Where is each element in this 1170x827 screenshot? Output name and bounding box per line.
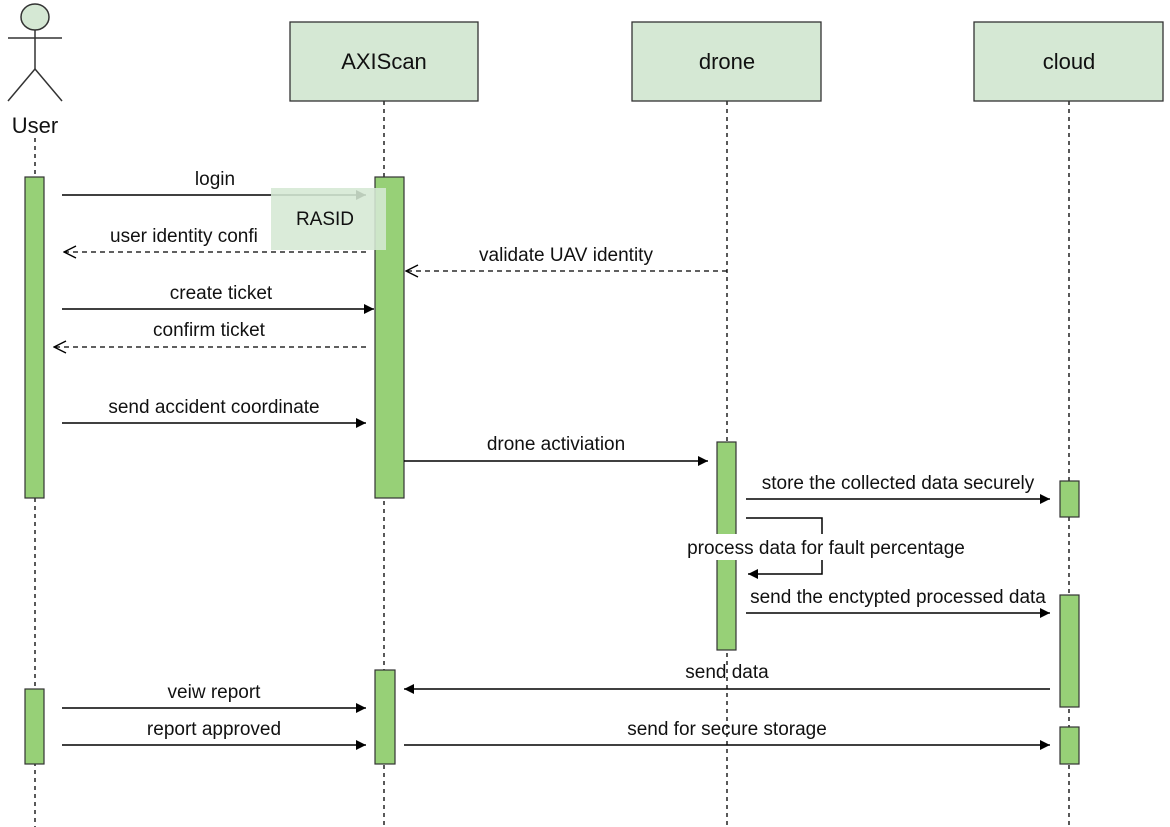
participant-label-drone: drone [699,49,755,74]
activation-cloud-1 [1059,480,1080,518]
participant-box-cloud [973,21,1164,102]
message-label-process: process data for fault percentage [687,538,965,559]
message-label-secure: send for secure storage [627,719,827,740]
message-label-process-bg [672,534,980,560]
activation-user-2 [24,688,45,765]
activation-user-1 [24,176,45,499]
message-label-login: login [195,169,235,190]
participant-box-axiscan [289,21,479,102]
message-label-coord: send accident coordinate [108,397,319,418]
message-label-view: veiw report [168,682,262,703]
message-label-confirm: confirm ticket [153,320,266,341]
participant-label-cloud: cloud [1043,49,1096,74]
message-label-activate: drone activiation [487,434,625,455]
note-rasid-label: RASID [296,209,354,230]
participant-label-axiscan: AXIScan [341,49,427,74]
message-label-encrypted: send the enctypted processed data [750,587,1046,608]
participant-label-user: User [12,113,58,138]
message-label-validate: validate UAV identity [479,245,653,266]
activation-cloud-3 [1059,726,1080,765]
message-label-identity: user identity confi [110,226,258,247]
message-label-approved: report approved [147,719,281,740]
participant-box-drone [631,21,822,102]
note-rasid [271,188,386,250]
message-label-senddata: send data [685,662,769,683]
activation-cloud-2 [1059,594,1080,708]
actor-user-icon [7,3,63,102]
message-label-create: create ticket [170,283,273,304]
activation-axiscan-2 [374,669,396,765]
message-label-store: store the collected data securely [762,473,1035,494]
